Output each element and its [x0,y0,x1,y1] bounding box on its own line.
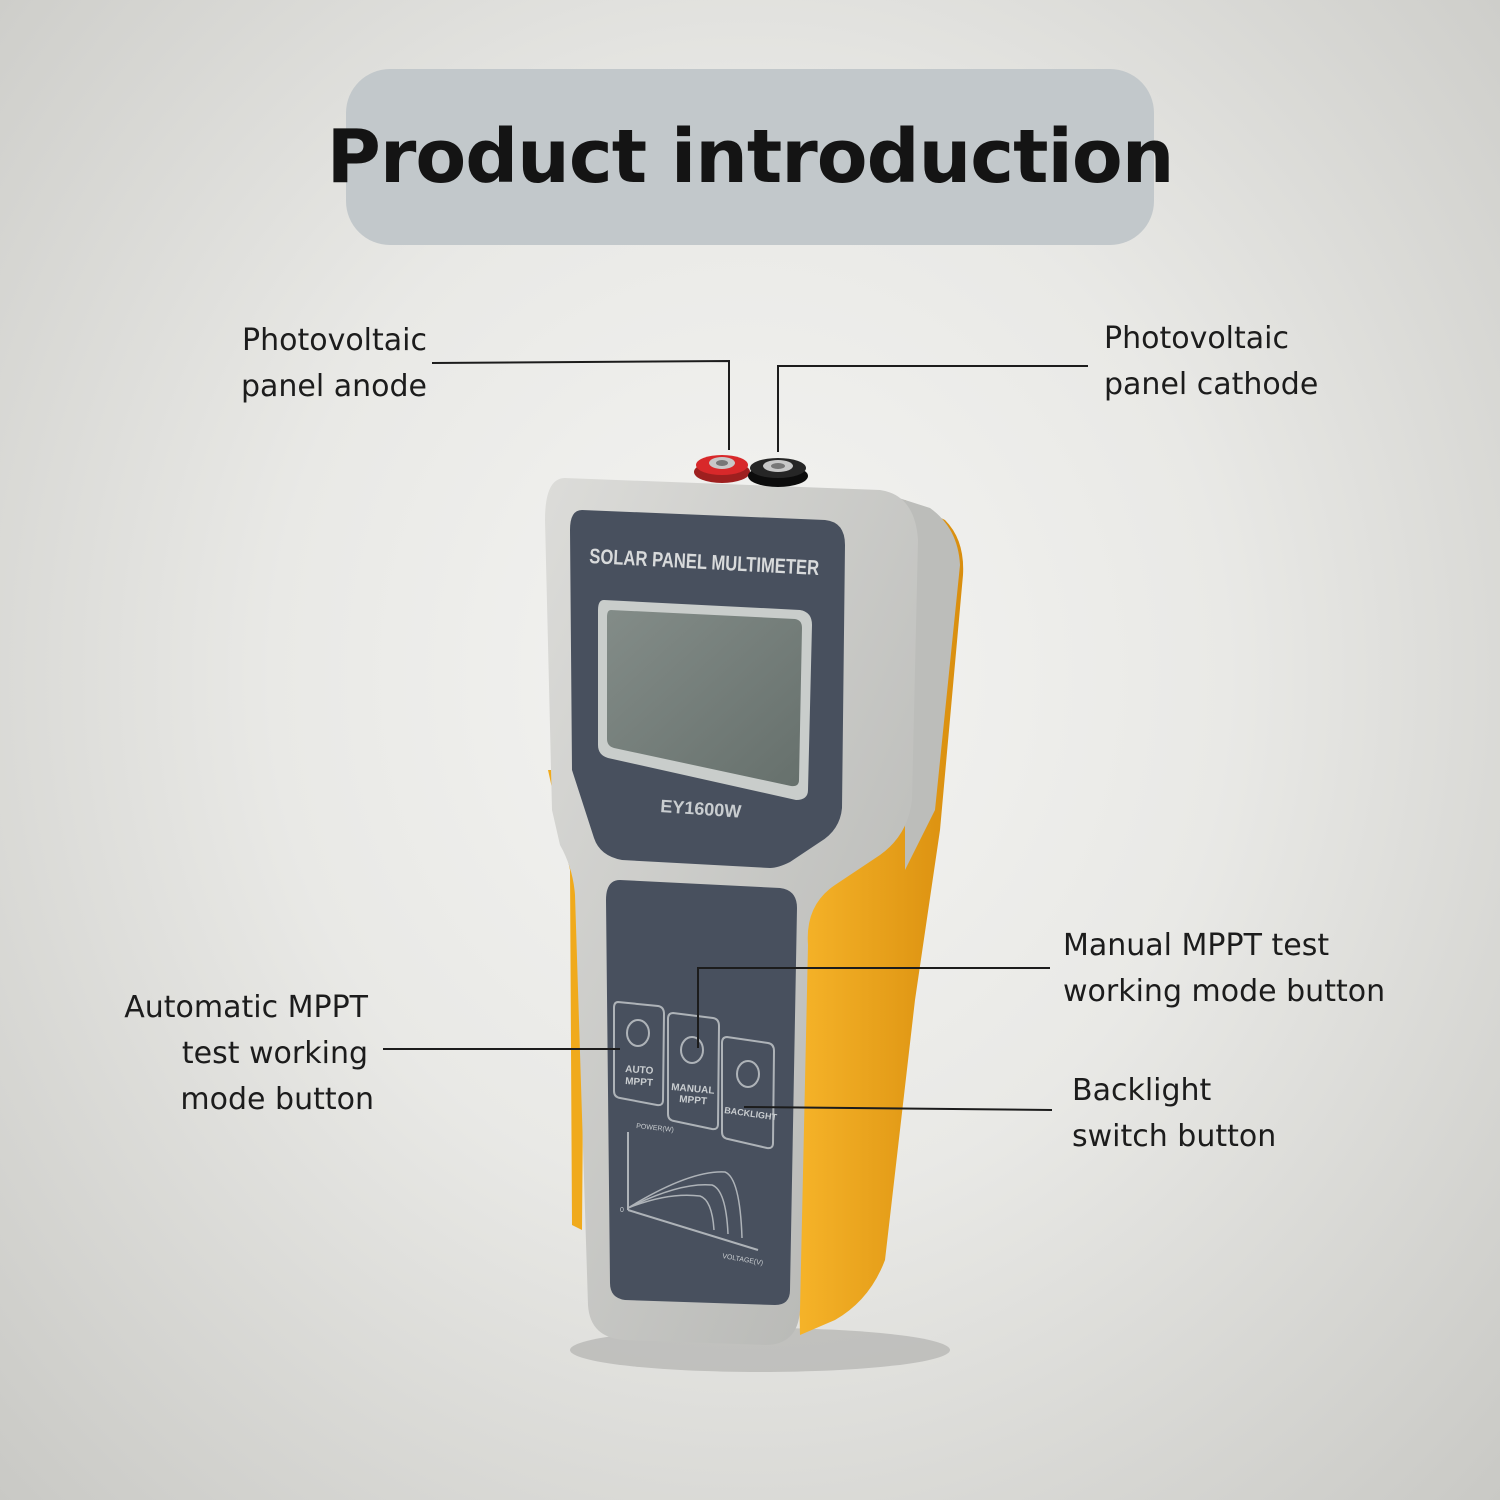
callout-auto-line-1: Automatic MPPT [124,990,368,1025]
lower-panel [606,880,797,1305]
callout-manual-line-2: working mode button [1063,974,1386,1009]
leader-line-anode [431,359,730,450]
manual-button-label-2: MPPT [679,1094,708,1107]
page-title: Product introduction [326,114,1175,200]
callout-anode: Photovoltaic panel anode [200,318,427,410]
callout-manual-line-1: Manual MPPT test [1063,928,1330,963]
auto-button-label-1: AUTO [625,1064,654,1077]
leader-line-cathode [777,365,1088,452]
callout-anode-line-1: Photovoltaic [242,323,427,358]
leader-line-backlight [743,1106,1053,1111]
callout-cathode-line-2: panel cathode [1104,367,1319,402]
device-side-grey-top [880,492,960,870]
graph-ylabel: POWER(W) [636,1123,674,1134]
leader-line-manual [697,967,1050,1048]
callout-backlight-line-2: switch button [1072,1119,1277,1154]
anode-terminal[interactable] [694,455,750,483]
callout-backlight-line-1: Backlight [1072,1073,1212,1108]
graph-origin: 0 [620,1207,624,1214]
callout-auto-line-3: mode button [180,1082,374,1117]
callout-auto-mppt: Automatic MPPT test working mode button [100,985,374,1123]
cathode-terminal[interactable] [748,458,808,487]
auto-mppt-button[interactable]: AUTO MPPT [613,1000,666,1107]
manual-mppt-button[interactable]: MANUAL MPPT [667,1011,721,1131]
auto-button-label-2: MPPT [625,1076,653,1089]
lcd-screen [607,610,802,787]
callout-cathode-line-1: Photovoltaic [1104,321,1289,356]
title-banner: Product introduction [327,69,1174,245]
callout-backlight: Backlight switch button [1072,1068,1276,1160]
callout-manual-mppt: Manual MPPT test working mode button [1063,923,1385,1015]
manual-button-label-1: MANUAL [671,1082,715,1097]
callout-auto-line-2: test working [181,1036,368,1071]
callout-anode-line-2: panel anode [240,369,427,404]
callout-cathode: Photovoltaic panel cathode [1104,316,1318,408]
